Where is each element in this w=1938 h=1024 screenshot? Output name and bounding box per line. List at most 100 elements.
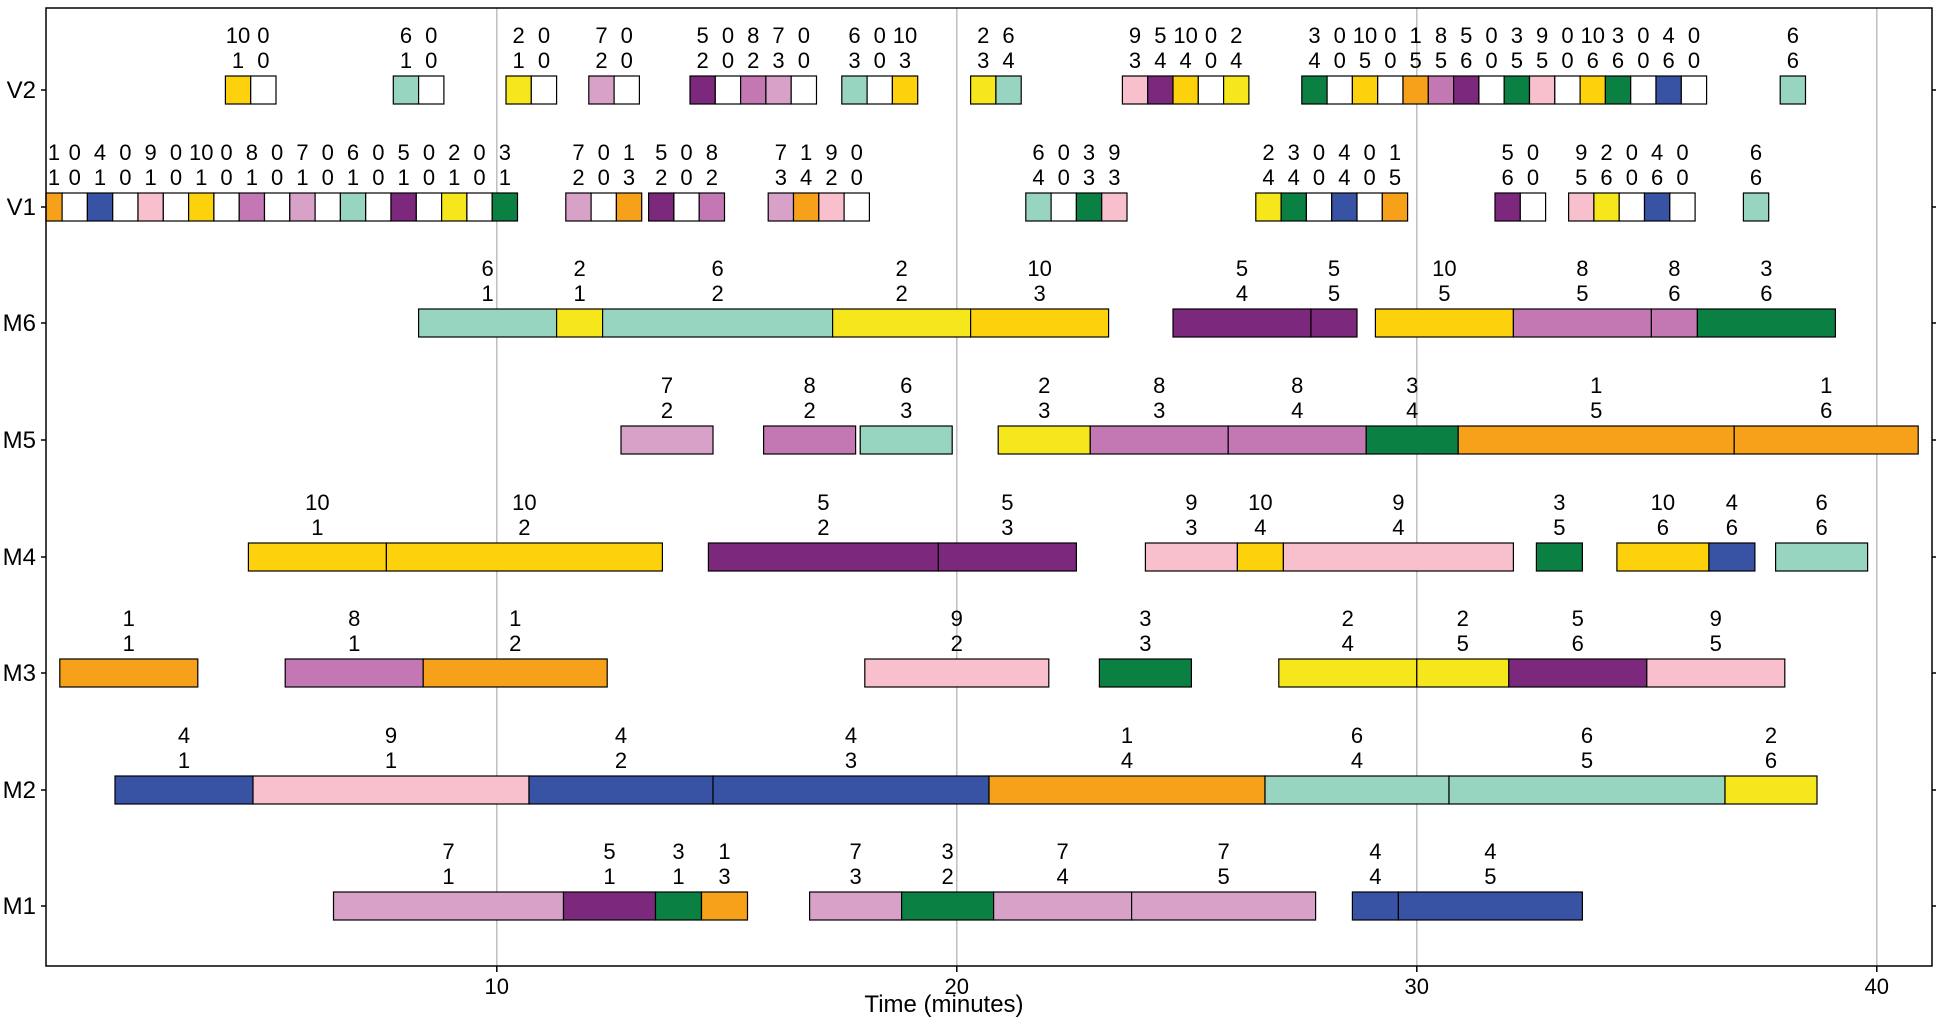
task-op-label: 1: [672, 864, 684, 889]
task-job-label: 3: [1406, 373, 1418, 398]
task-job-label: 2: [1342, 606, 1354, 631]
task-job-label: 0: [322, 140, 334, 165]
task-op-label: 1: [347, 165, 359, 190]
task-bar: [841, 75, 868, 105]
task-job-label: 5: [1154, 23, 1166, 48]
task-op-label: 2: [817, 515, 829, 540]
task-bar: [224, 75, 252, 105]
task-op-label: 4: [1369, 864, 1381, 889]
x-axis-title: Time (minutes): [864, 991, 1023, 1018]
task-job-label: 0: [423, 140, 435, 165]
task-bar: [1025, 192, 1052, 222]
task-job-label: 3: [1139, 606, 1151, 631]
task-bar: [1503, 75, 1531, 105]
task-bar: [213, 192, 240, 222]
task-bar: [61, 192, 88, 222]
task-op-label: 5: [1536, 48, 1548, 73]
task-job-label: 0: [271, 140, 283, 165]
task-job-label: 6: [711, 256, 723, 281]
task-job-label: 5: [603, 839, 615, 864]
task-bar: [1457, 425, 1735, 455]
task-job-label: 10: [305, 490, 329, 515]
task-op-label: 3: [1083, 165, 1095, 190]
task-bar: [491, 192, 519, 222]
task-bar: [1075, 192, 1103, 222]
task-op-label: 4: [1351, 748, 1363, 773]
task-op-label: 3: [1129, 48, 1141, 73]
task-job-label: 4: [1726, 490, 1738, 515]
task-job-label: 4: [94, 140, 106, 165]
task-op-label: 2: [655, 165, 667, 190]
task-job-label: 7: [849, 839, 861, 864]
task-job-label: 0: [170, 140, 182, 165]
task-job-label: 1: [509, 606, 521, 631]
task-op-label: 2: [951, 631, 963, 656]
task-job-label: 1: [1590, 373, 1602, 398]
task-bar: [1494, 192, 1521, 222]
task-op-label: 2: [697, 48, 709, 73]
task-bar: [1448, 775, 1726, 805]
task-op-label: 0: [69, 165, 81, 190]
task-op-label: 1: [48, 165, 60, 190]
task-bar: [1397, 891, 1584, 921]
task-op-label: 6: [1612, 48, 1624, 73]
task-job-label: 8: [1153, 373, 1165, 398]
task-bar: [866, 75, 893, 105]
task-bar: [1724, 775, 1818, 805]
task-job-label: 2: [1230, 23, 1242, 48]
task-bar: [385, 542, 663, 572]
task-job-label: 3: [1288, 140, 1300, 165]
task-job-label: 10: [893, 23, 917, 48]
task-op-label: 1: [400, 48, 412, 73]
task-job-label: 9: [1129, 23, 1141, 48]
task-bar: [689, 75, 716, 105]
task-job-label: 5: [1236, 256, 1248, 281]
task-bar: [1618, 192, 1646, 222]
task-bar: [1616, 542, 1710, 572]
x-tick-label: 20: [945, 974, 969, 999]
task-op-label: 5: [1457, 631, 1469, 656]
task-job-label: 9: [145, 140, 157, 165]
task-job-label: 6: [1351, 723, 1363, 748]
task-bar: [1604, 75, 1632, 105]
task-job-label: 7: [1056, 839, 1068, 864]
task-op-label: 1: [385, 748, 397, 773]
task-job-label: 1: [123, 606, 135, 631]
task-op-label: 5: [1511, 48, 1523, 73]
task-job-label: 1: [1121, 723, 1133, 748]
task-job-label: 8: [706, 140, 718, 165]
task-bar: [339, 192, 367, 222]
task-bar: [615, 192, 643, 222]
task-job-label: 5: [817, 490, 829, 515]
task-bar: [1774, 542, 1869, 572]
y-tick-label: V2: [7, 77, 36, 104]
task-job-label: 9: [1392, 490, 1404, 515]
task-op-label: 0: [257, 48, 269, 73]
task-bar: [1264, 775, 1450, 805]
task-job-label: 2: [448, 140, 460, 165]
task-job-label: 0: [1364, 140, 1376, 165]
task-op-label: 0: [538, 48, 550, 73]
task-job-label: 0: [1527, 140, 1539, 165]
task-job-label: 0: [538, 23, 550, 48]
task-bar: [997, 425, 1091, 455]
task-job-label: 2: [513, 23, 525, 48]
task-job-label: 5: [1001, 490, 1013, 515]
task-job-label: 1: [1410, 23, 1422, 48]
task-job-label: 0: [1058, 140, 1070, 165]
y-tick-label: V1: [7, 194, 36, 221]
task-bar: [1147, 75, 1174, 105]
task-bar: [714, 75, 742, 105]
task-bar: [1098, 658, 1193, 688]
task-bar: [392, 75, 420, 105]
task-op-label: 1: [296, 165, 308, 190]
task-op-label: 4: [1002, 48, 1014, 73]
task-job-label: 3: [1553, 490, 1565, 515]
task-op-label: 6: [1600, 165, 1612, 190]
task-job-label: 10: [1173, 23, 1197, 48]
task-op-label: 2: [747, 48, 759, 73]
task-op-label: 5: [1581, 748, 1593, 773]
task-job-label: 8: [1668, 256, 1680, 281]
task-op-label: 0: [1364, 165, 1376, 190]
task-op-label: 2: [518, 515, 530, 540]
